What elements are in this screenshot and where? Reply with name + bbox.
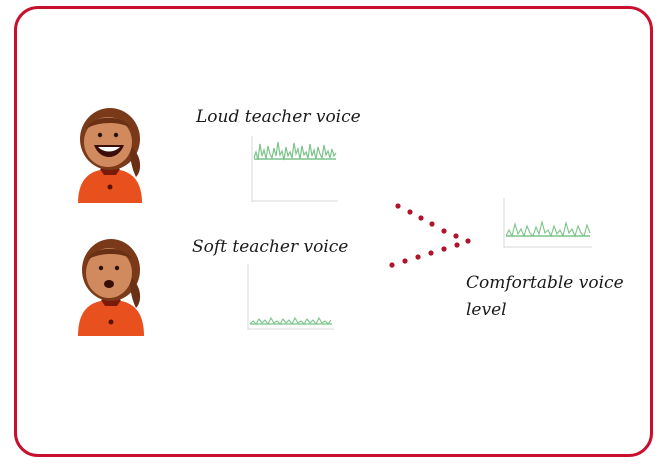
loud-voice-waveform-graph [244, 134, 340, 204]
comfortable-voice-level-label: Comfortable voice level [466, 273, 624, 320]
loud-teacher-voice-label: Loud teacher voice [196, 107, 361, 127]
soft-teacher-voice-label: Soft teacher voice [192, 237, 349, 257]
comfortable-voice-waveform-graph [500, 196, 594, 250]
soft-voice-waveform-graph [240, 262, 336, 332]
loud-teacher-avatar-icon [70, 107, 150, 203]
soft-teacher-avatar-icon [72, 236, 150, 336]
